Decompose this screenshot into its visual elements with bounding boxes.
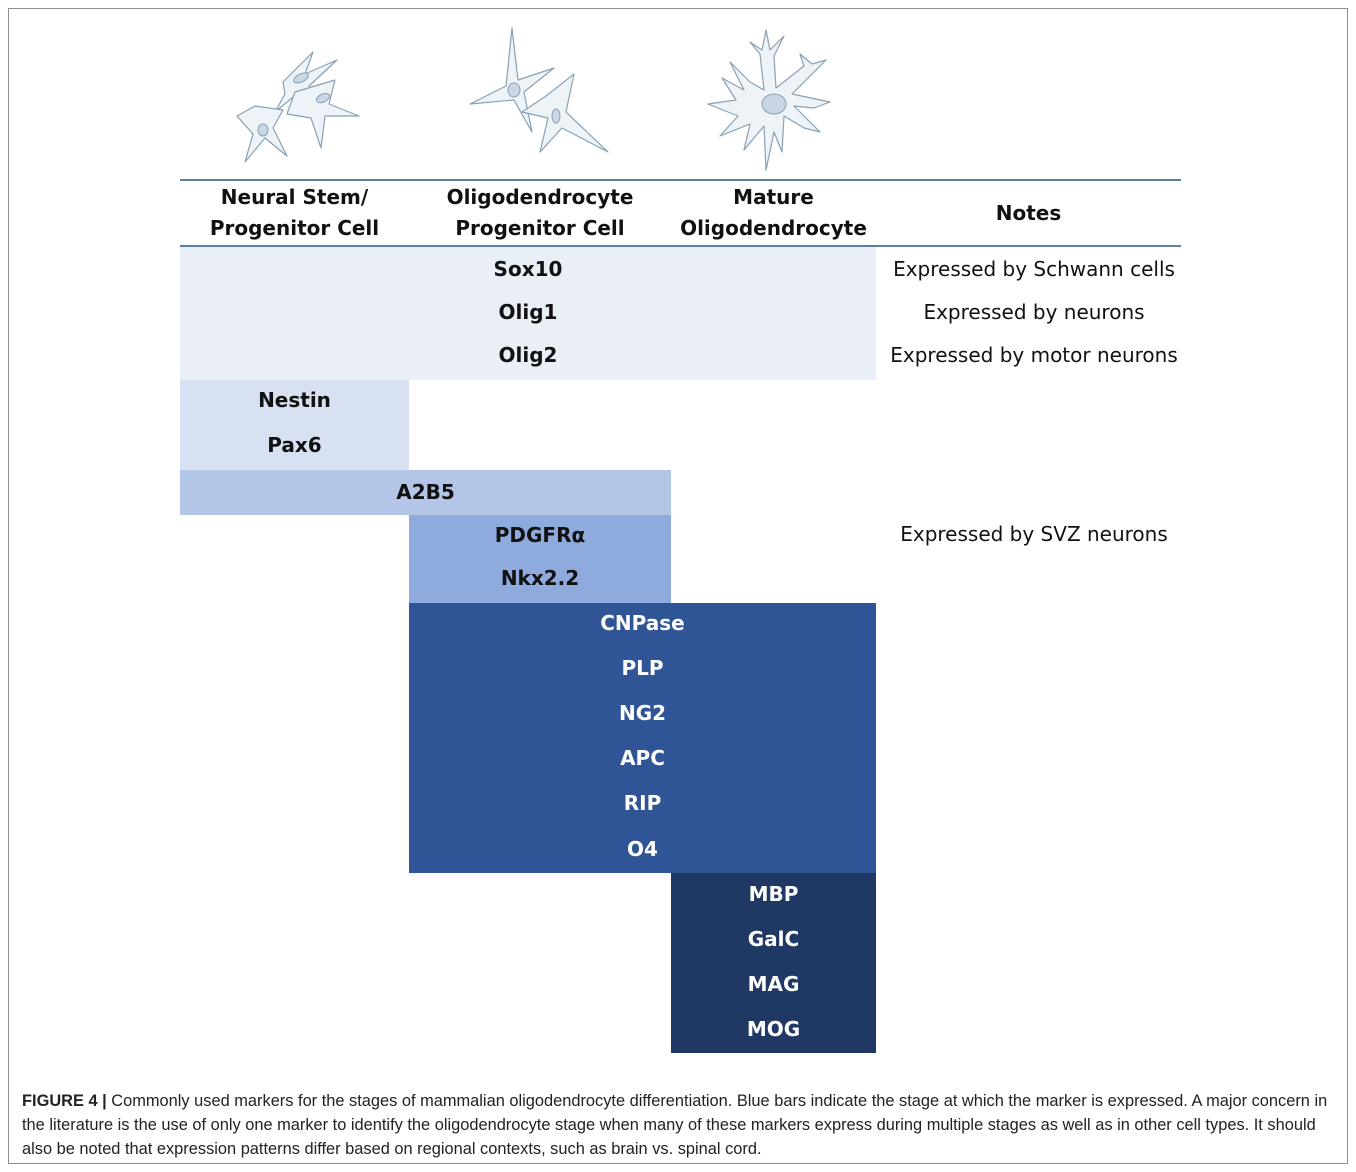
caption-label: FIGURE 4 | (22, 1092, 107, 1110)
note-olig2: Expressed by motor neurons (890, 343, 1178, 367)
band-a2b5 (180, 470, 671, 515)
marker-rip: RIP (623, 791, 662, 815)
header-top-rule (180, 179, 1181, 181)
marker-nkx22: Nkx2.2 (500, 566, 580, 590)
band-pdgfra-nkx22 (409, 515, 671, 603)
note-pdgfra: Expressed by SVZ neurons (900, 522, 1168, 546)
opc-illustration (469, 27, 609, 153)
column-header-nsc: Neural Stem/ Progenitor Cell (209, 185, 380, 240)
marker-plp: PLP (621, 656, 664, 680)
marker-pax6: Pax6 (267, 433, 322, 457)
marker-o4: O4 (627, 837, 658, 861)
marker-pdgfra: PDGFRα (494, 523, 586, 547)
marker-mog: MOG (746, 1017, 801, 1041)
marker-cnpase: CNPase (600, 611, 685, 635)
neural-stem-cell-illustration (236, 51, 360, 163)
marker-olig1: Olig1 (498, 300, 558, 324)
caption-text: Commonly used markers for the stages of … (22, 1092, 1328, 1158)
marker-mag: MAG (747, 972, 800, 996)
figure-caption: FIGURE 4 | Commonly used markers for the… (22, 1089, 1338, 1161)
marker-olig2: Olig2 (498, 343, 558, 367)
column-header-mature: Mature Oligodendrocyte (680, 185, 867, 240)
marker-apc: APC (620, 746, 665, 770)
note-sox10: Expressed by Schwann cells (893, 257, 1175, 281)
header-bottom-rule (180, 245, 1181, 247)
note-olig1: Expressed by neurons (923, 300, 1145, 324)
column-header-notes: Notes (995, 200, 1062, 225)
band-sox-olig (180, 247, 876, 380)
column-header-opc: Oligodendrocyte Progenitor Cell (446, 185, 634, 240)
marker-sox10: Sox10 (493, 257, 563, 281)
marker-nestin: Nestin (258, 388, 331, 412)
mature-oligodendrocyte-illustration (707, 29, 831, 171)
marker-ng2: NG2 (618, 701, 667, 725)
marker-mbp: MBP (748, 882, 799, 906)
marker-a2b5: A2B5 (396, 480, 455, 504)
figure-frame (8, 8, 1348, 1164)
band-cnpase-o4 (409, 603, 876, 873)
band-mbp-mog (671, 873, 876, 1053)
band-nestin-pax6 (180, 380, 409, 470)
marker-galc: GalC (747, 927, 800, 951)
